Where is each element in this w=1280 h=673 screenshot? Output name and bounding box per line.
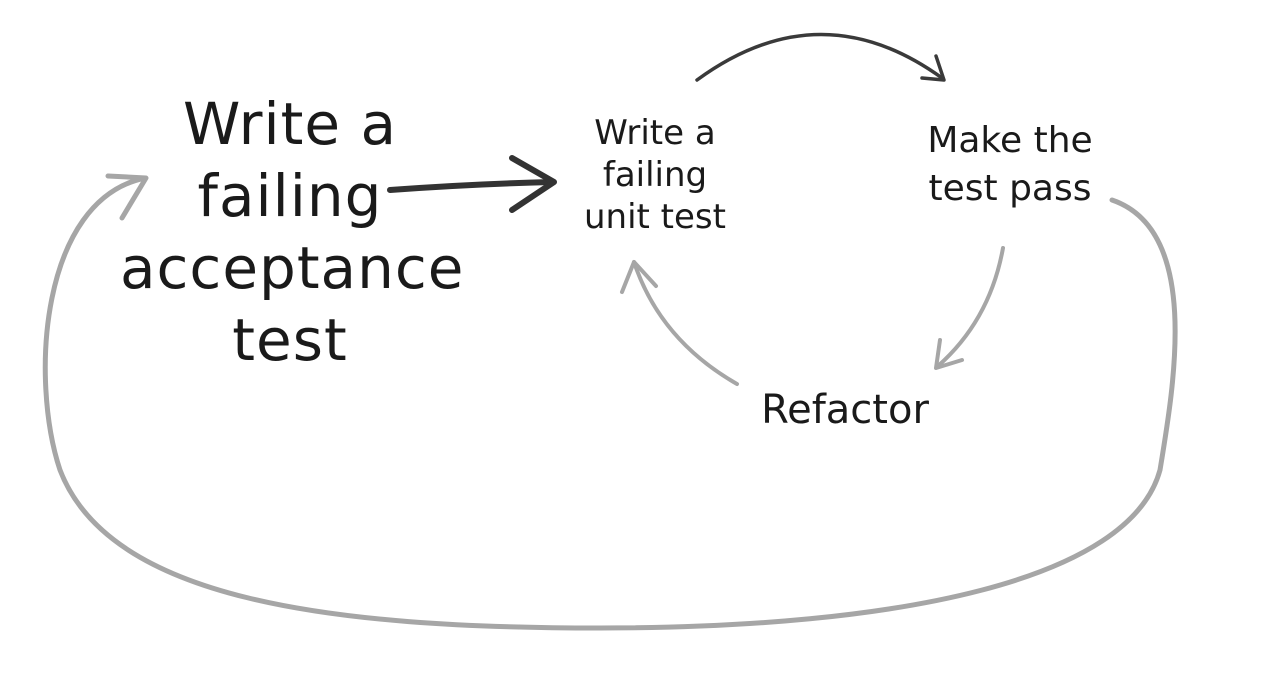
arrowhead-acceptance-to-unit — [509, 155, 557, 213]
unit-line-3: unit test — [584, 197, 726, 237]
acceptance-line-4: test — [232, 306, 348, 374]
arrow-pass-to-refactor — [936, 246, 1005, 368]
arrowhead-refactor-to-unit — [620, 260, 658, 294]
pass-line-2: test pass — [928, 168, 1092, 209]
arrowhead-outer-loop — [105, 173, 149, 221]
node-write-failing-unit-test: Write a failing unit test — [555, 112, 755, 238]
unit-line-1: Write a — [594, 113, 716, 153]
acceptance-line-2: failing — [197, 162, 383, 230]
node-make-test-pass: Make the test pass — [900, 117, 1120, 213]
arrowhead-pass-to-refactor — [934, 338, 964, 370]
acceptance-line-1: Write a — [182, 90, 398, 158]
acceptance-line-3: acceptance — [120, 234, 465, 302]
node-write-failing-acceptance-test: Write a failing acceptance test — [120, 88, 465, 376]
arrow-outer-loop — [42, 175, 1178, 631]
arrow-refactor-to-unit — [632, 260, 739, 386]
arrow-unit-to-pass — [695, 32, 944, 82]
node-refactor: Refactor — [745, 385, 945, 435]
refactor-line-1: Refactor — [761, 387, 929, 433]
arrowhead-unit-to-pass — [920, 54, 946, 82]
pass-line-1: Make the — [927, 120, 1093, 161]
unit-line-2: failing — [602, 155, 708, 195]
arrow-acceptance-to-unit — [387, 179, 555, 193]
